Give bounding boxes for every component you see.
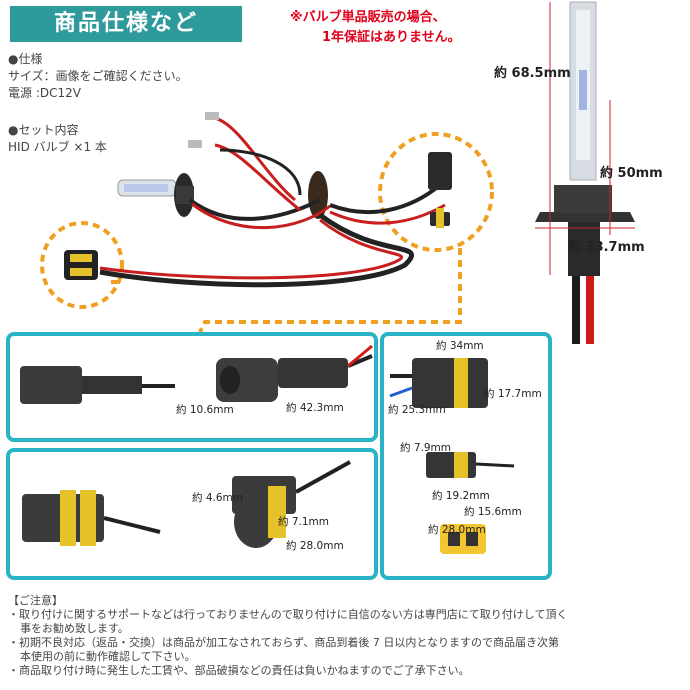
spec-heading: ●仕様 [8, 52, 43, 66]
note-2: ・初期不良対応（返品・交換）は商品が加工なされておらず、商品到着後 7 日以内と… [8, 636, 560, 649]
note-1: ・取り付けに関するサポートなどは行っておりませんので取り付けに自信のない方は専門… [8, 608, 568, 621]
connector-panel-2 [6, 448, 378, 580]
connector-1-height: 約 10.6mm [176, 404, 234, 416]
left-connector-highlight [40, 221, 124, 309]
set-item: HID バルブ ×1 本 [8, 140, 107, 154]
notes-section: 【ご注意】 ・取り付けに関するサポートなどは行っておりませんので取り付けに自信の… [8, 594, 686, 678]
harness-illustration [40, 112, 494, 333]
connector-3-photo [389, 358, 515, 554]
page-title: 商品仕様など [10, 6, 242, 42]
connector-1-length: 約 42.3mm [286, 402, 344, 414]
connector-2-photo [22, 460, 351, 548]
connector-5-width: 約 15.6mm [464, 506, 522, 518]
bulb-length-label: 約 68.5mm [494, 66, 571, 81]
connector-3-width: 約 34mm [436, 340, 484, 352]
connector-2-length: 約 28.0mm [286, 540, 344, 552]
note-1-cont: 事をお勧め致します。 [20, 622, 129, 635]
bulb-photo [535, 1, 635, 344]
connector-4-length: 約 19.2mm [432, 490, 490, 502]
connector-1-photo [20, 344, 373, 404]
warning-line-1: ※バルブ単品販売の場合、 [290, 10, 446, 25]
note-2-cont: 本使用の前に動作確認して下さい。 [20, 650, 196, 663]
spec-power: 電源 :DC12V [8, 86, 81, 100]
warning-line-2: 1年保証はありません。 [322, 30, 461, 45]
connector-5-length: 約 28.0mm [428, 524, 486, 536]
bulb-glass-label: 約 50mm [600, 166, 663, 181]
note-3: ・商品取り付け時に発生した工賃や、部品破損などの責任は負いかねますのでご了承下さ… [8, 664, 470, 677]
notes-heading: 【ご注意】 [8, 594, 63, 607]
connector-panel-1 [6, 332, 378, 442]
spec-size: サイズ：画像をご確認ください。 [8, 69, 188, 83]
bulb-base-label: 約 33.7mm [568, 240, 645, 255]
connector-3-height: 約 17.7mm [484, 388, 542, 400]
right-connector-highlight [378, 132, 494, 252]
connector-2-height: 約 4.6mm [192, 492, 243, 504]
connector-3-depth: 約 25.3mm [388, 404, 446, 416]
set-heading: ●セット内容 [8, 123, 79, 137]
connector-4-height: 約 7.9mm [400, 442, 451, 454]
connector-panel-3 [380, 332, 552, 580]
connector-2-inner: 約 7.1mm [278, 516, 329, 528]
